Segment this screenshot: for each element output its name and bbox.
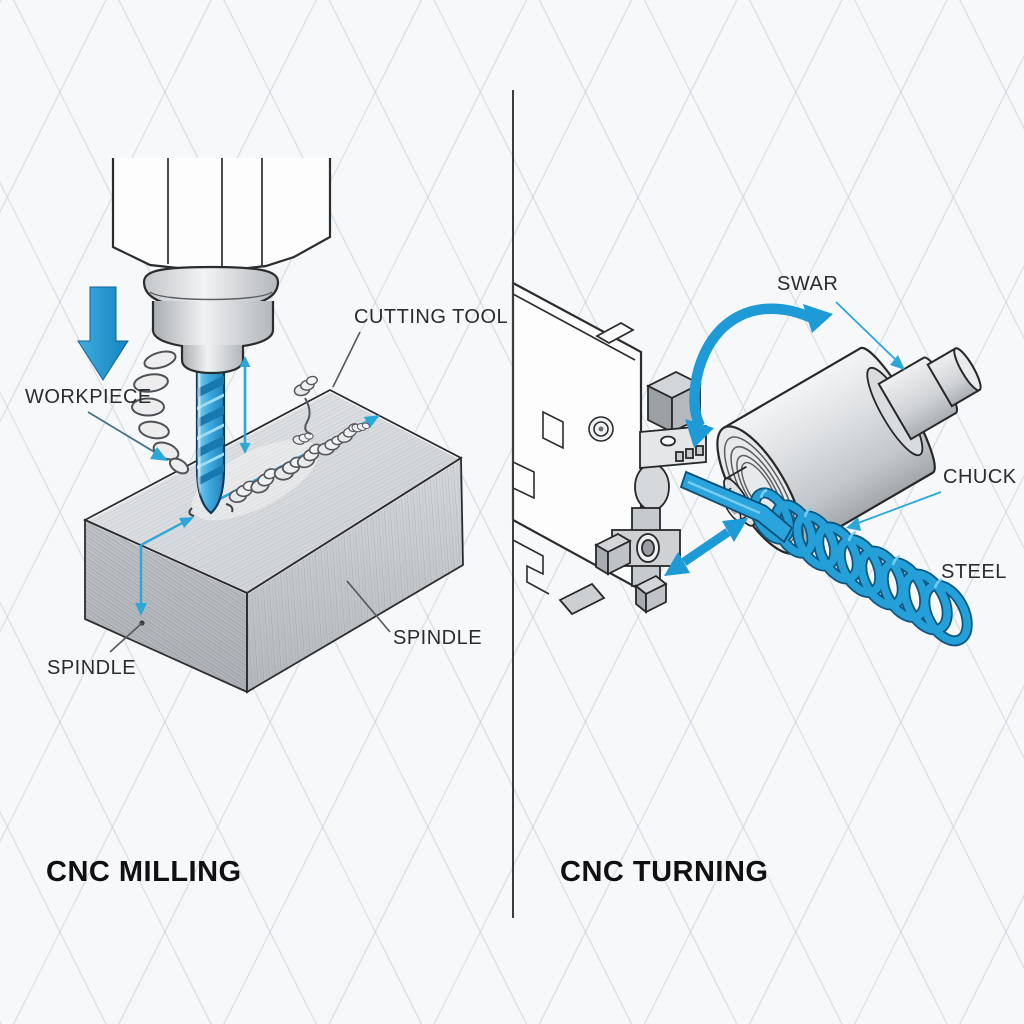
milling-leaders [87, 331, 391, 653]
milling-illustration [77, 158, 464, 694]
plunge-direction-arrow [77, 286, 129, 381]
swarf-helix [749, 487, 973, 647]
turning-title: CNC TURNING [560, 856, 769, 888]
workpiece-block [82, 387, 464, 694]
turning-illustration [511, 281, 982, 647]
turning-tool-bar [679, 470, 794, 544]
lathe-body [511, 281, 679, 595]
spindle-right-label: SPINDLE [393, 627, 483, 649]
spindle-left-label: SPINDLE [47, 657, 137, 679]
swarf-label: SWAR [777, 273, 839, 295]
cutting-tool-label: CUTTING TOOL [354, 306, 509, 328]
metal-chips-row [226, 374, 371, 505]
chuck-label: CHUCK [943, 466, 1017, 488]
turning-leaders [835, 301, 942, 531]
panel-divider [512, 90, 514, 918]
workpiece-label: WORKPIECE [25, 386, 152, 408]
spindle-head [111, 158, 332, 375]
z-axis-double-arrow [239, 356, 251, 454]
milling-title: CNC MILLING [46, 856, 242, 888]
feed-double-arrow [664, 518, 748, 576]
turret-assembly [558, 370, 707, 616]
spindle-nose [180, 345, 245, 375]
rotation-arrow [685, 303, 833, 448]
steel-label: STEEL [941, 561, 1007, 583]
spindle-collet [151, 301, 275, 350]
end-mill-cutter [188, 366, 234, 517]
